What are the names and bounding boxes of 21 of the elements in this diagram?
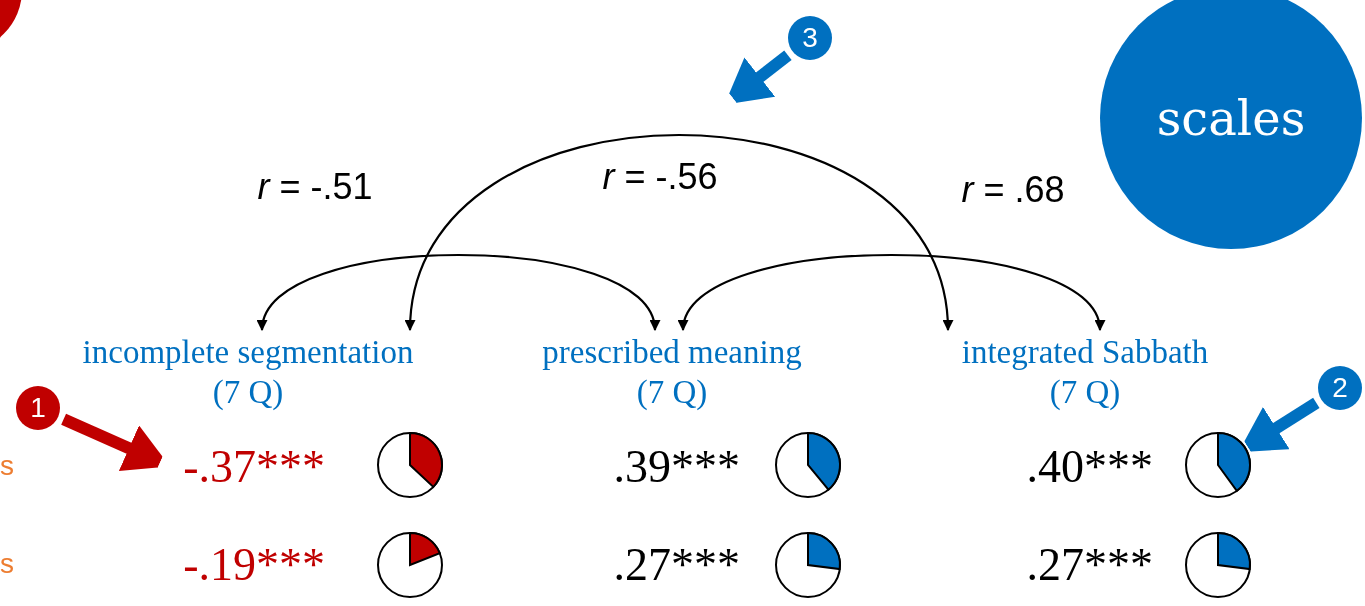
correlation-value: .27***: [613, 540, 740, 590]
item-count: (7 Q): [212, 373, 284, 412]
correlation-value: .40***: [1026, 442, 1153, 492]
scale-name: integrated Sabbath: [961, 333, 1209, 372]
correlation-value: .39***: [613, 442, 740, 492]
row-label: s: [0, 450, 14, 482]
callout-number: 3: [788, 16, 832, 60]
correlation-value: -.37***: [183, 442, 325, 492]
curved-arrow: [259, 254, 658, 332]
category-circle: scales: [1100, 0, 1362, 249]
item-count: (7 Q): [1049, 373, 1121, 412]
scale-name: prescribed meaning: [542, 333, 802, 372]
pie-icon: [1185, 432, 1251, 498]
correlation-value: -.19***: [183, 540, 325, 590]
callout-number: 2: [1318, 366, 1362, 410]
correlation-value: .27***: [1026, 540, 1153, 590]
curved-arrow: [406, 134, 952, 332]
row-label: s: [0, 548, 14, 580]
scale-name: incomplete segmentation: [82, 333, 414, 372]
item-count: (7 Q): [636, 373, 708, 412]
callout-number: 1: [16, 386, 60, 430]
